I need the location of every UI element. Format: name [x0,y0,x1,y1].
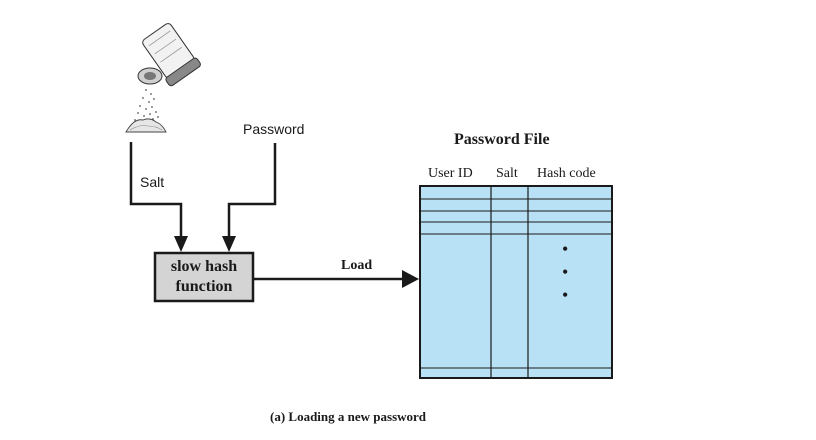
salt-shaker-icon [125,23,201,133]
salt-label: Salt [140,174,165,190]
hash-function-line1: slow hash [170,258,238,275]
load-arrow [253,270,419,288]
continuation-dot: • [562,239,569,259]
salt-arrow [129,142,188,252]
hash-function-line2: function [175,278,233,295]
password-file-table [419,185,613,379]
slow-hash-function-box [153,251,255,303]
password-label: Password [243,121,305,137]
continuation-dot: • [562,262,569,282]
column-header-user-id: User ID [428,166,473,181]
column-header-hash-code: Hash code [537,166,596,181]
continuation-dot: • [562,285,569,305]
figure-caption: (a) Loading a new password [270,409,427,424]
column-header-salt: Salt [496,166,518,181]
load-label: Load [341,258,373,273]
password-arrow [222,143,277,252]
password-file-title: Password File [454,131,550,148]
